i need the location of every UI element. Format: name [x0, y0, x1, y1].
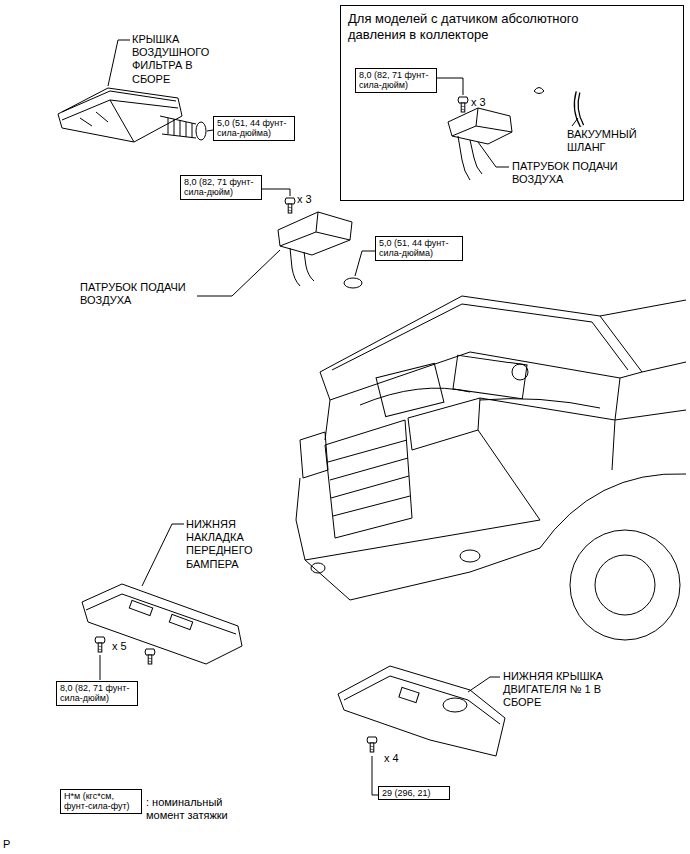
- leader-line: [572, 118, 578, 126]
- leader-line: [100, 655, 101, 680]
- bumper-lower-cover: [82, 584, 242, 664]
- part-name: ПАТРУБОК ПОДАЧИ ВОЗДУХА: [80, 281, 200, 307]
- torque-value: 29 (296, 21): [382, 788, 446, 798]
- torque-box: 5,0 (51, 44 фунт-сила-дюйма): [375, 236, 463, 261]
- torque-box: 8,0 (82, 71 фунт-сила-дюйм): [355, 68, 437, 93]
- legend-text: : номинальный момент затяжки: [146, 796, 246, 822]
- bolt: [367, 737, 377, 752]
- torque-box: 5,0 (51, 44 фунт-сила-дюйма): [213, 116, 295, 141]
- hose-fitting: [534, 88, 544, 94]
- part-name: НИЖНЯЯ НАКЛАДКА ПЕРЕДНЕГО БАМПЕРА: [186, 518, 281, 571]
- torque-value: 8,0 (82, 71 фунт-сила-дюйм): [60, 683, 134, 704]
- leader-line: [108, 40, 130, 86]
- air-intake-duct: [448, 108, 512, 180]
- leader-line: [262, 189, 290, 196]
- quantity: x 4: [384, 752, 399, 765]
- leader-line: [478, 142, 509, 167]
- leader-line: [468, 677, 500, 692]
- part-name: ВАКУУМНЫЙ ШЛАНГ: [567, 128, 662, 154]
- torque-value: 5,0 (51, 44 фунт-сила-дюйма): [217, 118, 291, 139]
- legend-unit: Н*м (кгс*см, фунт-сила-фут): [64, 791, 138, 812]
- bolt: [458, 97, 468, 112]
- quantity: x 3: [471, 96, 486, 109]
- vehicle-front: [296, 296, 686, 640]
- torque-box: 8,0 (82, 71 фунт-сила-дюйм): [180, 175, 262, 200]
- bolt: [145, 649, 155, 664]
- hose-clamp: [196, 122, 206, 140]
- part-name: ПАТРУБОК ПОДАЧИ ВОЗДУХА: [512, 160, 637, 186]
- bolt: [285, 198, 295, 213]
- engine-under-cover: [338, 666, 505, 756]
- torque-box: 8,0 (82, 71 фунт-сила-дюйм): [56, 681, 138, 706]
- quantity: x 5: [112, 640, 127, 653]
- figure-code: P: [3, 838, 10, 851]
- leader-line: [197, 250, 280, 296]
- torque-box: 29 (296, 21): [378, 786, 450, 800]
- air-filter-cover: [58, 88, 196, 142]
- vacuum-hose: [576, 92, 582, 126]
- leader-line: [355, 251, 375, 276]
- hose-clamp: [344, 278, 362, 288]
- part-name: НИЖНЯЯ КРЫШКА ДВИГАТЕЛЯ № 1 В СБОРЕ: [503, 670, 628, 710]
- air-intake-duct: [278, 212, 352, 286]
- bolt: [95, 637, 105, 652]
- torque-value: 8,0 (82, 71 фунт-сила-дюйм): [184, 177, 258, 198]
- leader-line: [142, 524, 184, 586]
- torque-value: 5,0 (51, 44 фунт-сила-дюйма): [379, 238, 459, 259]
- part-name: КРЫШКА ВОЗДУШНОГО ФИЛЬТРА В СБОРЕ: [132, 33, 227, 86]
- legend-box: Н*м (кгс*см, фунт-сила-фут): [60, 789, 142, 814]
- leader-line: [436, 78, 463, 95]
- torque-value: 8,0 (82, 71 фунт-сила-дюйм): [359, 70, 433, 91]
- frame-heading: Для моделей с датчиком абсолютного давле…: [348, 11, 588, 44]
- quantity: x 3: [297, 193, 312, 206]
